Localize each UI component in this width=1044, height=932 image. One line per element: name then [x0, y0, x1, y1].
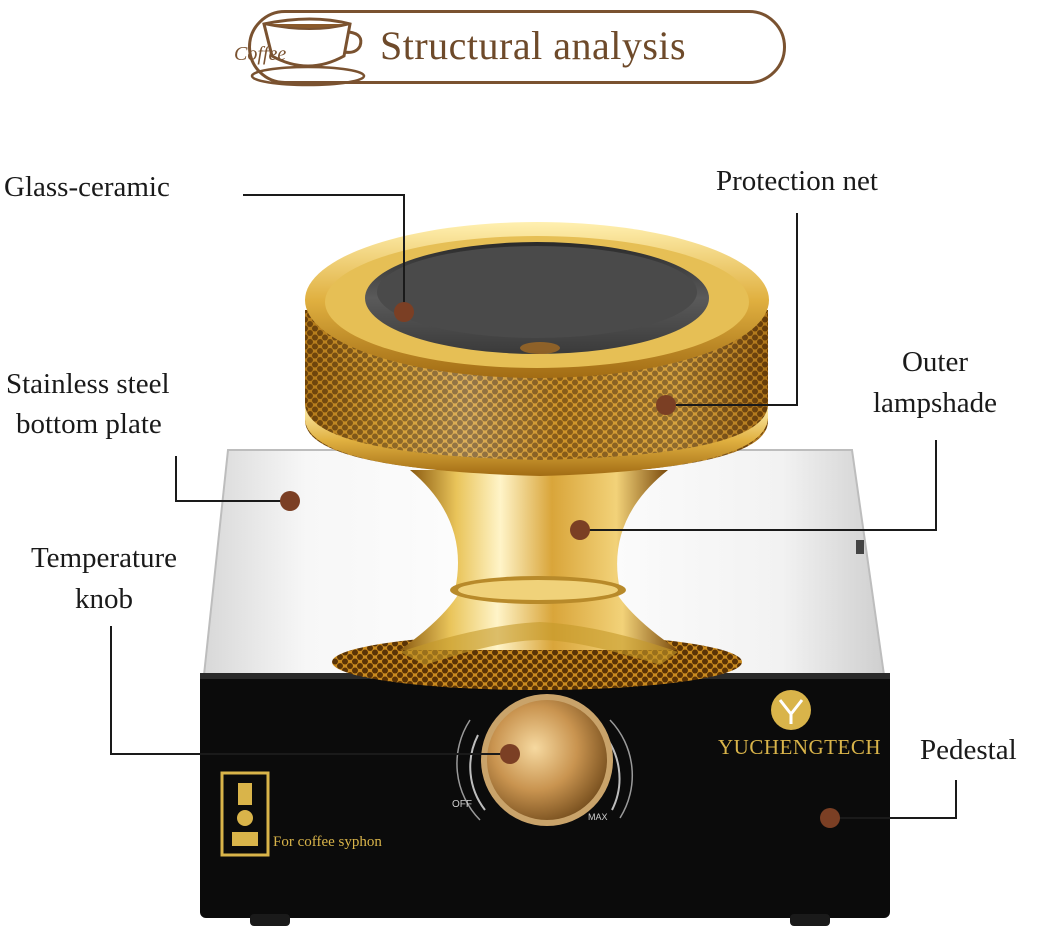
knob-off-mark: OFF — [452, 799, 472, 810]
brand-name: YUCHENGTECH — [718, 735, 881, 759]
label-temp-line1: Temperature — [30, 542, 178, 574]
marker-stainless-plate — [280, 491, 300, 511]
syphon-caption: For coffee syphon — [273, 834, 382, 850]
label-outer-line2: lampshade — [872, 387, 997, 419]
label-pedestal: Pedestal — [920, 734, 1017, 766]
knob-max-mark: MAX — [588, 812, 608, 822]
label-temp-line2: knob — [75, 583, 133, 615]
marker-glass-ceramic — [394, 302, 414, 322]
leader-stainless-plate — [175, 456, 290, 502]
leader-glass-ceramic — [243, 194, 405, 312]
leader-pedestal — [830, 780, 957, 819]
label-outer-line1: Outer — [901, 346, 969, 378]
marker-pedestal — [820, 808, 840, 828]
label-protection-net: Protection net — [716, 165, 878, 197]
label-stainless-line2: bottom plate — [16, 408, 162, 440]
label-stainless-line1: Stainless steel — [6, 368, 170, 400]
leader-outer-lampshade — [580, 440, 937, 531]
label-glass-ceramic: Glass-ceramic — [4, 171, 170, 203]
leader-protection-net — [666, 213, 798, 406]
coffee-cup-icon: Coffee — [234, 17, 366, 87]
leader-temperature-knob — [110, 626, 510, 755]
marker-temperature-knob — [500, 744, 520, 764]
page-title: Structural analysis — [380, 23, 687, 68]
marker-outer-lampshade — [570, 520, 590, 540]
marker-protection-net — [656, 395, 676, 415]
logo-word: Coffee — [234, 43, 286, 65]
